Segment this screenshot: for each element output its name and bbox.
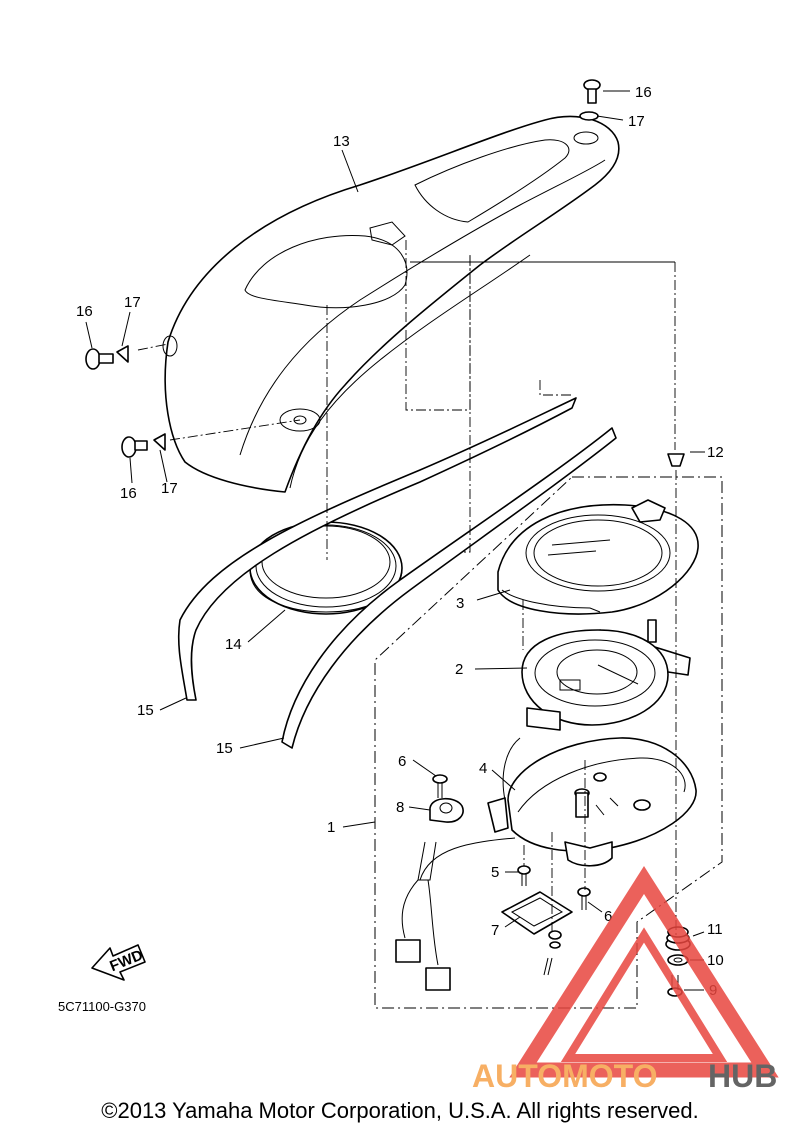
leader-lines <box>85 90 705 991</box>
diagram-code: 5C71100-G370 <box>58 999 146 1014</box>
screw-6-upper <box>432 774 448 798</box>
bolt-16-left <box>85 348 114 370</box>
callout-3: 3 <box>456 595 464 612</box>
callout-17-left: 17 <box>124 294 141 311</box>
callout-16-top: 16 <box>635 84 652 101</box>
screw-6-lower <box>577 887 591 910</box>
callout-1: 1 <box>327 819 335 836</box>
assembly-boundary <box>374 476 723 1009</box>
wire-harness <box>395 737 521 991</box>
washer-17-top <box>579 111 599 121</box>
callout-6-lower: 6 <box>604 908 612 925</box>
callout-6-upper: 6 <box>398 753 406 770</box>
watermark-word-hub: HUB <box>708 1058 777 1094</box>
callout-17-lower: 17 <box>161 480 178 497</box>
seal-strips <box>177 397 617 749</box>
callout-8: 8 <box>396 799 404 816</box>
callout-16-left: 16 <box>76 303 93 320</box>
washer-17-lower <box>153 433 166 451</box>
callout-11: 11 <box>707 921 723 938</box>
callout-4: 4 <box>479 760 487 777</box>
screw-5 <box>517 865 531 886</box>
callout-5: 5 <box>491 864 499 881</box>
callout-2: 2 <box>455 661 463 678</box>
callout-labels: 13 16 17 16 17 16 17 12 3 2 4 6 8 1 5 6 … <box>76 84 724 999</box>
fwd-label: FWD <box>107 947 145 976</box>
callout-13: 13 <box>333 133 350 150</box>
base-gasket <box>501 891 573 935</box>
meter-case <box>487 737 697 867</box>
callout-15-lower: 15 <box>216 740 233 757</box>
washer-10 <box>667 954 689 966</box>
grommet-12 <box>667 453 685 467</box>
copyright-notice: ©2013 Yamaha Motor Corporation, U.S.A. A… <box>101 1098 699 1123</box>
fwd-arrow: FWD <box>91 944 146 981</box>
watermark-word-automoto: AUTOMOTO <box>472 1058 657 1094</box>
bolt-16-top <box>583 79 601 104</box>
bolt-16-lower <box>121 436 148 458</box>
washer-17-left <box>116 345 129 363</box>
install-lines <box>137 240 677 935</box>
meter-assembly <box>521 619 691 731</box>
callout-17-top: 17 <box>628 113 645 130</box>
callout-14: 14 <box>225 636 242 653</box>
meter-cover <box>162 115 620 493</box>
callout-15-left: 15 <box>137 702 154 719</box>
meter-lens <box>497 499 699 615</box>
clamp <box>429 797 464 823</box>
bolt-lower <box>543 930 562 976</box>
callout-10: 10 <box>707 952 724 969</box>
callout-12: 12 <box>707 444 724 461</box>
callout-7: 7 <box>491 922 499 939</box>
watermark-logo: AUTOMOTO HUB <box>472 866 779 1094</box>
callout-16-lower: 16 <box>120 485 137 502</box>
